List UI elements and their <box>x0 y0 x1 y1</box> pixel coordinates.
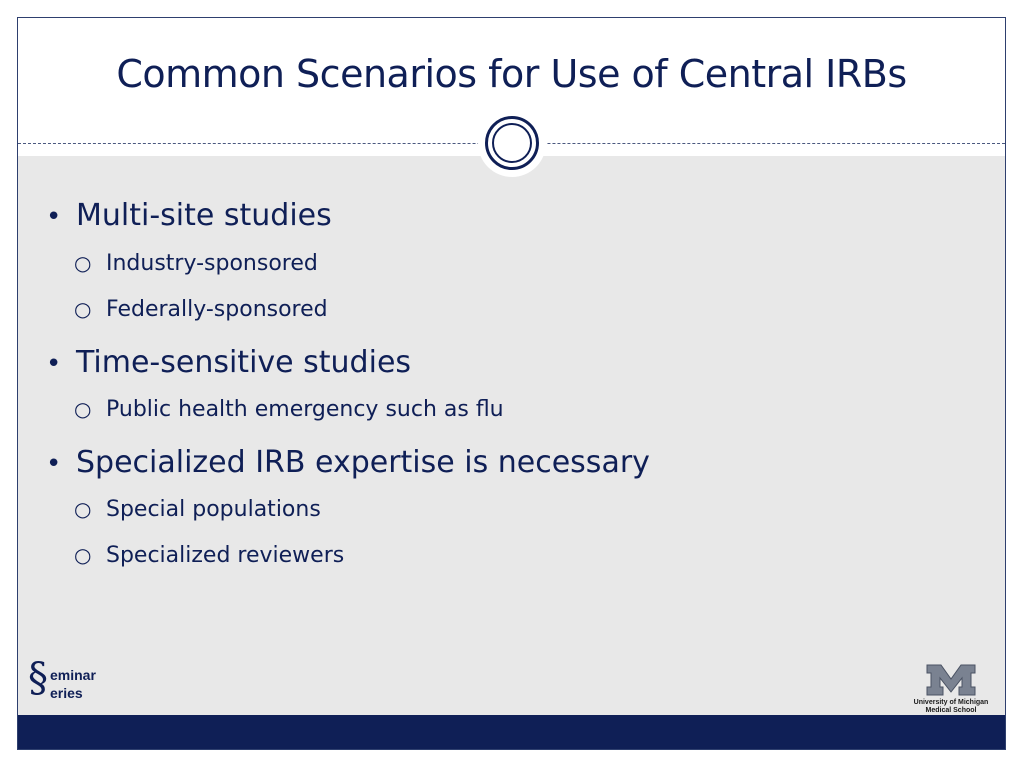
sub-bullet-text: Public health emergency such as flu <box>106 397 504 422</box>
bullet-dot-icon: • <box>46 449 62 479</box>
seminar-logo-line2: eries <box>50 685 83 701</box>
slide-title: Common Scenarios for Use of Central IRBs <box>116 52 907 96</box>
sub-bullet-text: Federally-sponsored <box>106 297 328 322</box>
um-logo-text-line1: University of Michigan <box>913 699 989 706</box>
sub-bullet-item: ○ Public health emergency such as flu <box>74 397 504 422</box>
slide: Common Scenarios for Use of Central IRBs… <box>17 17 1006 750</box>
sub-bullet-text: Specialized reviewers <box>106 543 345 568</box>
seminar-logo-line1: eminar <box>50 667 96 683</box>
circle-bullet-icon: ○ <box>74 397 92 421</box>
sub-bullet-item: ○ Industry-sponsored <box>74 251 318 276</box>
divider-ring-icon <box>485 116 539 170</box>
bullet-text: Multi-site studies <box>76 198 332 233</box>
sub-bullet-text: Industry-sponsored <box>106 251 318 276</box>
circle-bullet-icon: ○ <box>74 251 92 275</box>
bullet-item: • Specialized IRB expertise is necessary <box>46 445 650 480</box>
um-logo-text-line2: Medical School <box>925 707 977 714</box>
bullet-dot-icon: • <box>46 202 62 232</box>
sub-bullet-item: ○ Special populations <box>74 497 321 522</box>
bullet-text: Time-sensitive studies <box>76 345 412 380</box>
sub-bullet-item: ○ Federally-sponsored <box>74 297 328 322</box>
block-m-icon <box>926 664 976 696</box>
circle-bullet-icon: ○ <box>74 297 92 321</box>
sub-bullet-item: ○ Specialized reviewers <box>74 543 344 568</box>
circle-bullet-icon: ○ <box>74 543 92 567</box>
bullet-item: • Multi-site studies <box>46 198 332 233</box>
divider-inner-ring <box>492 123 532 163</box>
circle-bullet-icon: ○ <box>74 497 92 521</box>
bullet-text: Specialized IRB expertise is necessary <box>76 445 650 480</box>
content-area: •Multi-site studies ○Industry-sponsored … <box>18 156 1005 716</box>
university-of-michigan-logo: University of Michigan Medical School <box>911 663 991 715</box>
bullet-item: • Time-sensitive studies <box>46 345 411 380</box>
section-sign-icon: § <box>28 655 48 701</box>
seminar-series-logo: § eminar eries <box>28 655 108 707</box>
footer-bar <box>18 715 1005 749</box>
sub-bullet-text: Special populations <box>106 497 321 522</box>
bullet-dot-icon: • <box>46 349 62 379</box>
